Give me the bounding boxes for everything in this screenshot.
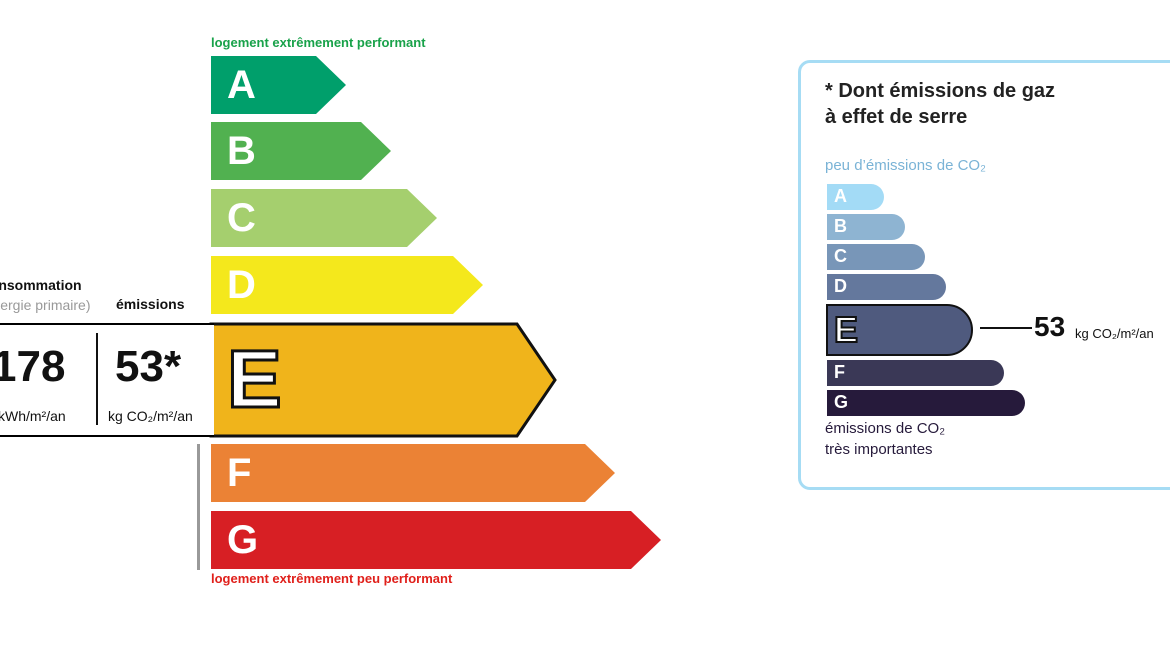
dpe-class-letter: A: [227, 63, 256, 107]
consumption-unit: kWh/m²/an: [0, 408, 66, 424]
dpe-class-a: A: [211, 56, 350, 114]
ges-class-letter: B: [834, 216, 847, 236]
dpe-divider-line: [197, 444, 200, 570]
ges-class-g: G: [826, 389, 1029, 417]
dpe-class-c: C: [211, 189, 441, 247]
primary-energy-label: (énergie primaire): [0, 297, 91, 313]
ges-class-e: E: [826, 304, 976, 356]
ges-class-f: F: [826, 359, 1008, 387]
emissions-label: émissions: [116, 296, 185, 312]
ges-bottom-caption-2: très importantes: [825, 441, 933, 458]
ges-value: 53: [1034, 311, 1066, 342]
dpe-class-b: B: [211, 122, 395, 180]
dpe-class-letter: B: [227, 129, 256, 173]
emissions-unit: kg CO₂/m²/an: [108, 408, 193, 424]
ges-class-letter: D: [834, 276, 847, 296]
dpe-top-caption: logement extrêmement performant: [211, 35, 426, 50]
ges-class-letter: G: [834, 392, 849, 412]
consumption-label: consommation: [0, 277, 82, 293]
dpe-class-letter: E: [226, 333, 284, 427]
dpe-class-f: F: [211, 444, 619, 502]
ges-class-letter: F: [834, 362, 845, 382]
ges-title-line-2: à effet de serre: [825, 106, 968, 128]
dpe-class-letter: C: [227, 196, 256, 240]
ges-class-letter: C: [834, 246, 847, 266]
ges-title-line-1: * Dont émissions de gaz: [825, 80, 1056, 102]
performance-box: [0, 323, 214, 437]
ges-class-d: D: [826, 273, 950, 301]
dpe-bottom-caption: logement extrêmement peu performant: [211, 571, 453, 586]
dpe-class-letter: G: [227, 518, 259, 562]
ges-top-caption: peu d’émissions de CO₂: [825, 157, 986, 174]
dpe-class-e: E: [209, 322, 559, 438]
ges-class-letter: E: [833, 308, 859, 351]
ges-class-b: B: [826, 213, 909, 241]
consumption-value: 178: [0, 342, 66, 391]
ges-bottom-caption-1: émissions de CO₂: [825, 420, 946, 437]
dpe-class-letter: D: [227, 263, 256, 307]
dpe-class-d: D: [211, 256, 487, 314]
ges-pointer-line: [980, 327, 1032, 329]
ges-title: * Dont émissions de gaz à effet de serre: [825, 78, 1055, 130]
dpe-class-g: G: [211, 511, 665, 569]
ges-class-letter: A: [834, 186, 847, 206]
dpe-class-letter: F: [227, 451, 252, 495]
kpi-separator: [96, 333, 98, 425]
ges-class-a: A: [826, 183, 888, 211]
ges-unit: kg CO₂/m²/an: [1075, 326, 1154, 341]
emissions-value: 53*: [115, 342, 182, 391]
ges-class-c: C: [826, 243, 929, 271]
